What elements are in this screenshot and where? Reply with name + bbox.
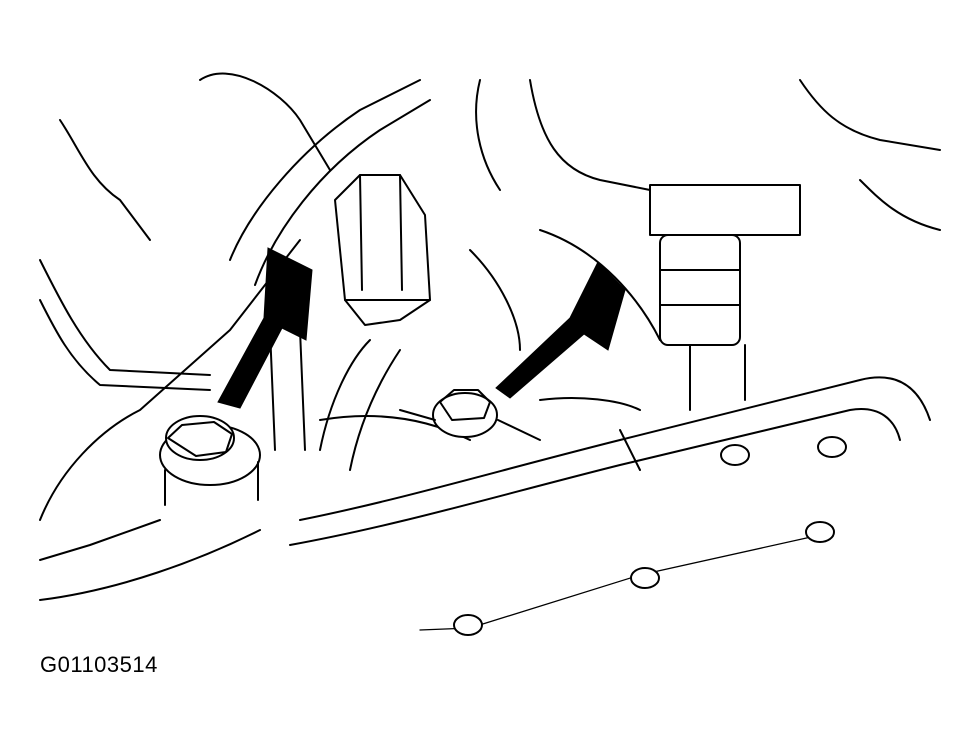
wiring-harness xyxy=(39,79,431,471)
electrical-connector xyxy=(334,174,431,326)
arrow-left xyxy=(217,247,313,409)
fuel-line xyxy=(289,184,931,546)
small-bolt xyxy=(399,389,541,441)
figure-code-label: G01103514 xyxy=(40,652,158,677)
mounting-nuts xyxy=(453,436,847,636)
engine-block-outline xyxy=(39,72,941,631)
large-bolt xyxy=(159,415,261,506)
arrow-right xyxy=(495,261,626,399)
